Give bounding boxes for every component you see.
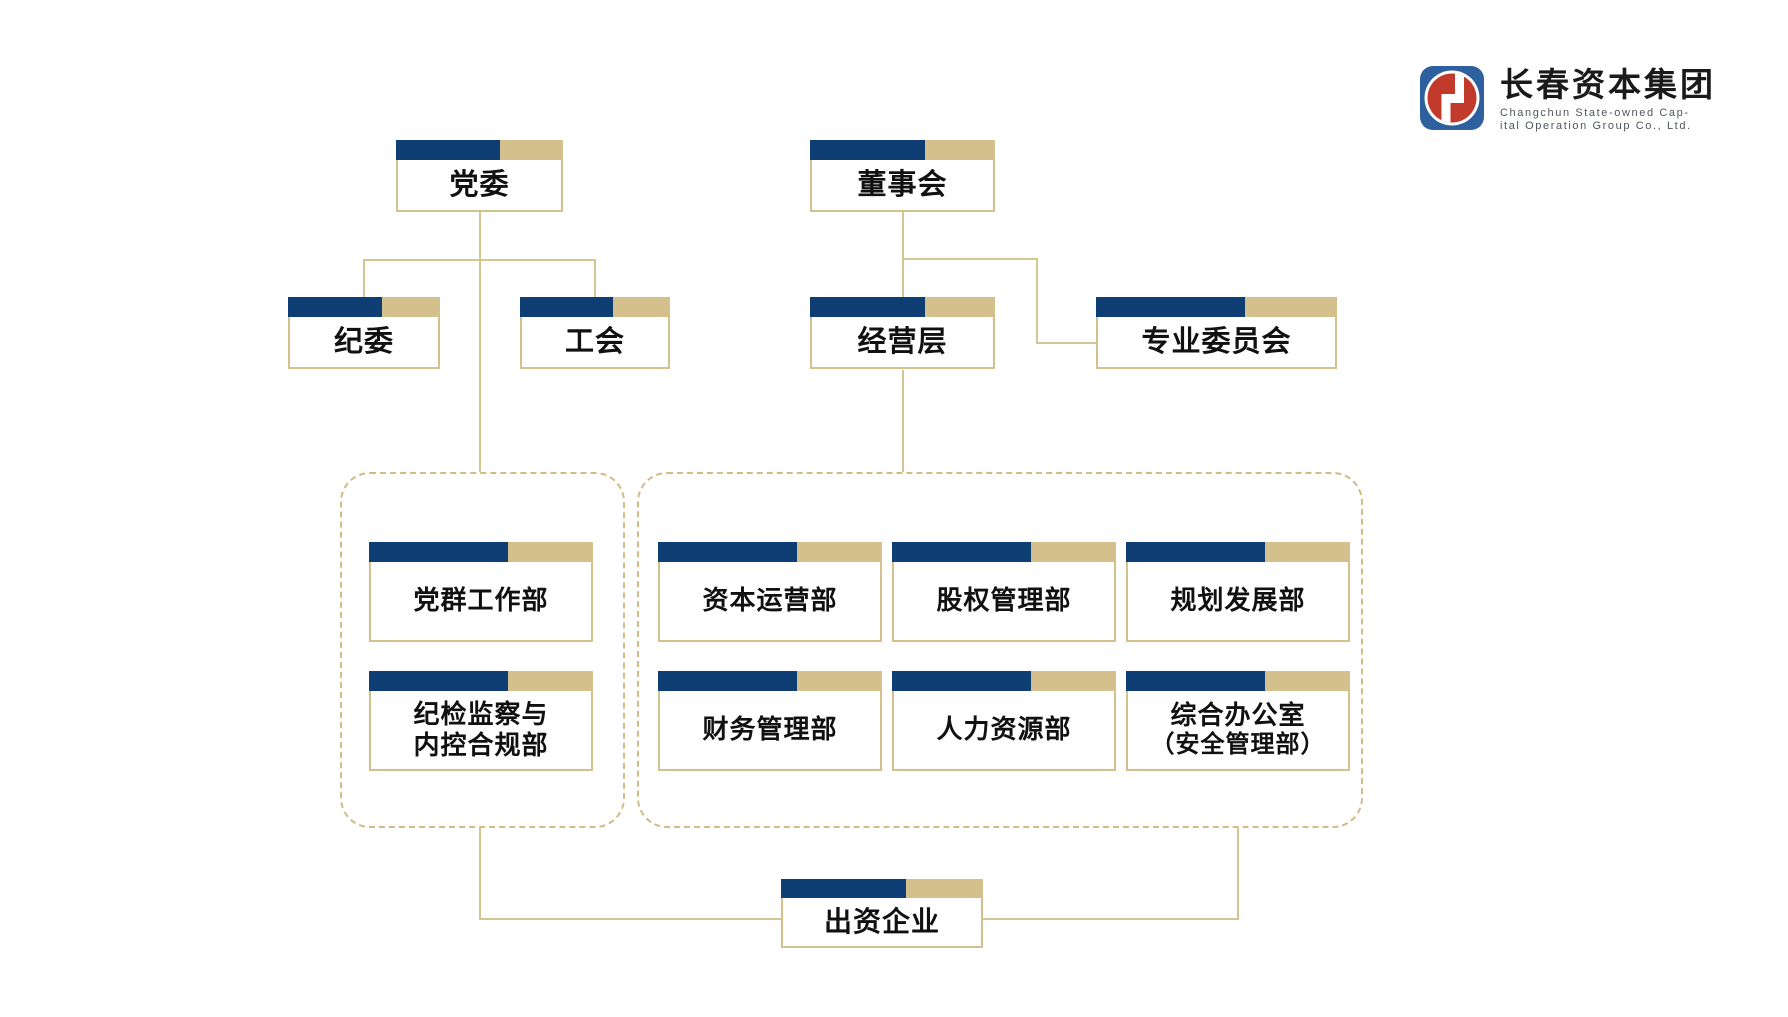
node-accent-bar: [892, 671, 1116, 691]
node-accent-bar: [288, 297, 440, 317]
node-label: 经营层: [857, 325, 948, 358]
node-label: 资本运营部: [702, 585, 838, 616]
connector-party-branch: [364, 259, 596, 261]
company-name-cn: 长春资本集团: [1500, 65, 1716, 104]
node-special-committees: 专业委员会: [1096, 297, 1337, 369]
company-name-en-line2: ital Operation Group Co., Ltd.: [1500, 120, 1692, 132]
node-accent-bar: [396, 140, 563, 160]
node-label: 董事会: [857, 168, 948, 201]
party-departments-panel: [340, 472, 625, 828]
company-logo-mark-icon: [1420, 66, 1484, 130]
node-label: 党群工作部: [413, 585, 549, 616]
node-accent-bar: [1126, 542, 1350, 562]
node-accent-bar: [892, 542, 1116, 562]
node-label-line2: （安全管理部）: [1150, 731, 1326, 759]
node-label: 财务管理部: [702, 714, 838, 745]
node-accent-bar: [1096, 297, 1337, 317]
connector-special-drop: [1036, 258, 1038, 344]
node-accent-bar: [1126, 671, 1350, 691]
connector-board-trunk: [902, 212, 904, 297]
connector-right-panel-drop: [1237, 828, 1239, 920]
node-label: 人力资源部: [936, 714, 1072, 745]
node-accent-bar: [658, 671, 882, 691]
node-label: 党委: [449, 168, 510, 201]
node-finance-dept: 财务管理部: [658, 671, 882, 771]
node-label: 股权管理部: [936, 585, 1072, 616]
connector-left-panel-drop: [479, 828, 481, 920]
node-board: 董事会: [810, 140, 995, 212]
node-accent-bar: [658, 542, 882, 562]
connector-management-to-panel: [902, 370, 904, 472]
node-accent-bar: [369, 542, 593, 562]
node-planning-development-dept: 规划发展部: [1126, 542, 1350, 642]
company-logo: 长春资本集团 Changchun State-owned Cap- ital O…: [1420, 66, 1716, 133]
node-discipline-inspection-dept: 纪检监察与 内控合规部: [369, 671, 593, 771]
node-general-office: 综合办公室 （安全管理部）: [1126, 671, 1350, 771]
node-labor-union: 工会: [520, 297, 670, 369]
node-label-line1: 纪检监察与: [413, 698, 549, 729]
connector-bottom-left: [479, 918, 781, 920]
connector-drop-discipline-committee: [363, 259, 365, 297]
node-discipline-committee: 纪委: [288, 297, 440, 369]
node-party-committee: 党委: [396, 140, 563, 212]
node-label-line1: 综合办公室: [1170, 700, 1306, 730]
company-name-en-line1: Changchun State-owned Cap-: [1500, 107, 1690, 119]
connector-special-into-box: [1036, 342, 1096, 344]
connector-bottom-right: [983, 918, 1239, 920]
connector-drop-labor-union: [594, 259, 596, 297]
node-invested-enterprises: 出资企业: [781, 879, 983, 948]
node-label: 专业委员会: [1141, 325, 1292, 358]
node-label: 规划发展部: [1170, 585, 1306, 616]
node-equity-management-dept: 股权管理部: [892, 542, 1116, 642]
node-hr-dept: 人力资源部: [892, 671, 1116, 771]
node-capital-operation-dept: 资本运营部: [658, 542, 882, 642]
node-accent-bar: [810, 140, 995, 160]
node-accent-bar: [520, 297, 670, 317]
node-management: 经营层: [810, 297, 995, 369]
connector-special-branch-top: [902, 258, 1038, 260]
node-label: 出资企业: [823, 906, 940, 938]
node-accent-bar: [810, 297, 995, 317]
node-accent-bar: [369, 671, 593, 691]
node-label: 工会: [564, 325, 625, 358]
node-label: 纪委: [333, 325, 394, 358]
node-accent-bar: [781, 879, 983, 898]
connector-party-trunk: [479, 212, 481, 472]
node-party-masses-dept: 党群工作部: [369, 542, 593, 642]
management-departments-panel: [637, 472, 1363, 828]
node-label-line2: 内控合规部: [413, 730, 549, 760]
